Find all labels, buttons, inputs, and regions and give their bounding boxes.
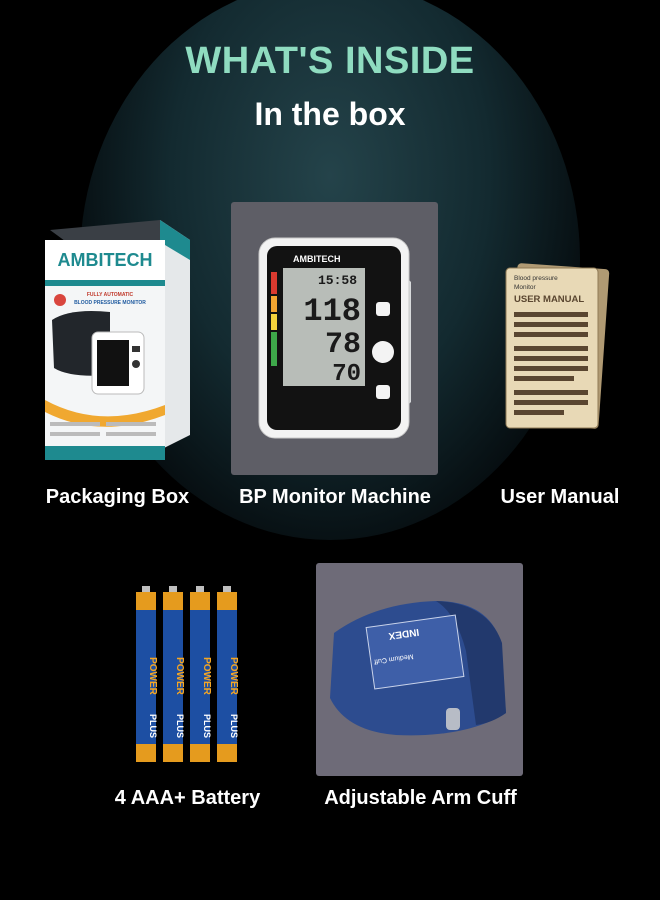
arm-cuff-image: INDEX Medium Cuff [330,601,506,736]
svg-text:PLUS: PLUS [148,714,158,738]
monitor-btn-power [372,341,394,363]
bp-monitor-image: AMBITECH 15:58 118 78 70 [258,237,411,439]
monitor-btn-s [376,385,390,399]
box-front-header [45,240,165,282]
box-device-btn1 [132,346,140,352]
page-subtitle: In the box [254,96,406,132]
svg-text:POWER: POWER [201,657,212,696]
monitor-bar-yellow [271,314,277,330]
packaging-box-image: AMBITECH FULLY AUTOMATIC BLOOD PRESSURE … [45,220,190,460]
monitor-bar-orange [271,296,277,312]
arm-cuff-panel: INDEX Medium Cuff [316,563,523,776]
bp-monitor-panel: AMBITECH 15:58 118 78 70 [231,202,438,475]
box-badge [54,294,66,306]
monitor-pul: 70 [332,361,361,388]
svg-text:POWER: POWER [174,657,185,696]
monitor-sys: 118 [303,293,361,330]
box-line1: FULLY AUTOMATIC [87,292,134,298]
monitor-dia: 78 [325,328,361,362]
manual-heading: USER MANUAL [514,294,584,305]
svg-text:PLUS: PLUS [229,714,239,738]
box-spec-4 [106,432,156,436]
manual-text-lines [514,312,588,415]
box-line2: BLOOD PRESSURE MONITOR [74,300,146,306]
monitor-lcd [283,268,365,386]
monitor-brand: AMBITECH [293,254,341,264]
monitor-bar-red [271,272,277,294]
svg-text:PLUS: PLUS [202,714,212,738]
user-manual-image: Blood pressure Monitor USER MANUAL [505,263,610,429]
battery-2: POWER PLUS [163,586,185,762]
cuff-label-panel [365,614,465,690]
manual-line2: Monitor [514,284,537,291]
box-spec-1 [50,422,100,426]
box-device-screen [97,340,129,386]
svg-text:PLUS: PLUS [175,714,185,738]
page-title: WHAT'S INSIDE [185,40,475,82]
box-bottom-band [45,446,165,460]
arm-cuff-label: Adjustable Arm Cuff [324,787,517,809]
user-manual-label: User Manual [500,486,620,508]
monitor-btn-m [376,302,390,316]
battery-label: 4 AAA+ Battery [114,787,261,809]
monitor-time: 15:58 [318,273,357,288]
battery-4: POWER PLUS [217,586,239,762]
box-brand: AMBITECH [58,250,153,270]
box-side [160,220,190,450]
packaging-box-label: Packaging Box [45,486,190,508]
box-swoosh [45,400,165,427]
box-teal-stripe [45,280,165,286]
bp-monitor-label: BP Monitor Machine [239,486,431,508]
cuff-connector [446,708,460,730]
battery-image: POWER PLUS POWER PLUS POWER PLUS POWER P… [136,586,239,762]
svg-text:POWER: POWER [228,657,239,696]
box-spec-3 [50,432,100,436]
battery-1: POWER PLUS [136,586,158,762]
svg-text:POWER: POWER [147,657,158,696]
box-device-btn2 [132,360,140,368]
box-spec-2 [106,422,156,426]
cuff-text-index: INDEX [388,626,420,641]
manual-line1: Blood pressure [514,275,558,282]
cuff-fold [436,601,506,725]
box-side-band [160,220,190,260]
monitor-bar-green [271,332,277,366]
battery-3: POWER PLUS [190,586,212,762]
